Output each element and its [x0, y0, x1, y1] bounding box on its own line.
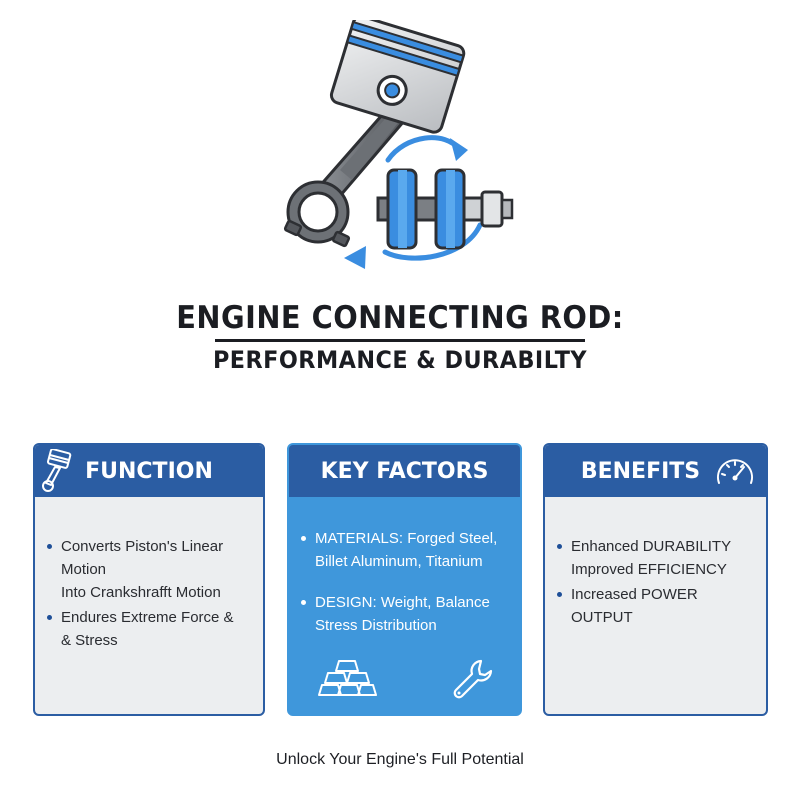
key-factors-card-body: MATERIALS: Forged Steel,Billet Aluminum,…	[289, 497, 520, 714]
list-item: Increased POWER OUTPUT	[557, 583, 758, 629]
piston-icon	[42, 449, 72, 492]
page-subtitle: PERFORMANCE & DURABILTY	[212, 346, 588, 374]
list-item: MATERIALS: Forged Steel,Billet Aluminum,…	[301, 527, 512, 573]
footer-tagline: Unlock Your Engine's Full Potential	[276, 751, 524, 768]
key-factors-card-header: KEY FACTORS	[289, 445, 520, 497]
page-title: ENGINE CONNECTING ROD:	[176, 300, 624, 336]
key-factors-card-title: KEY FACTORS	[320, 458, 489, 484]
list-item: Endures Extreme Force && Stress	[47, 606, 255, 652]
key-factors-card: KEY FACTORS MATERIALS: Forged Steel,Bill…	[287, 443, 522, 716]
benefits-card-title: BENEFITS	[580, 458, 701, 484]
function-card: FUNCTION Converts Piston's Linear Motion…	[33, 443, 265, 716]
piston-icon	[329, 20, 466, 134]
function-card-title: FUNCTION	[85, 458, 213, 484]
function-card-header: FUNCTION	[35, 445, 263, 497]
wrench-icon	[453, 659, 493, 699]
speedometer-icon	[717, 459, 753, 484]
crankshaft-icon	[376, 168, 514, 250]
connecting-rod-illustration	[283, 20, 514, 269]
title-divider	[215, 339, 585, 342]
benefits-card-header: BENEFITS	[545, 445, 766, 497]
gold-bars-icon	[318, 660, 377, 696]
